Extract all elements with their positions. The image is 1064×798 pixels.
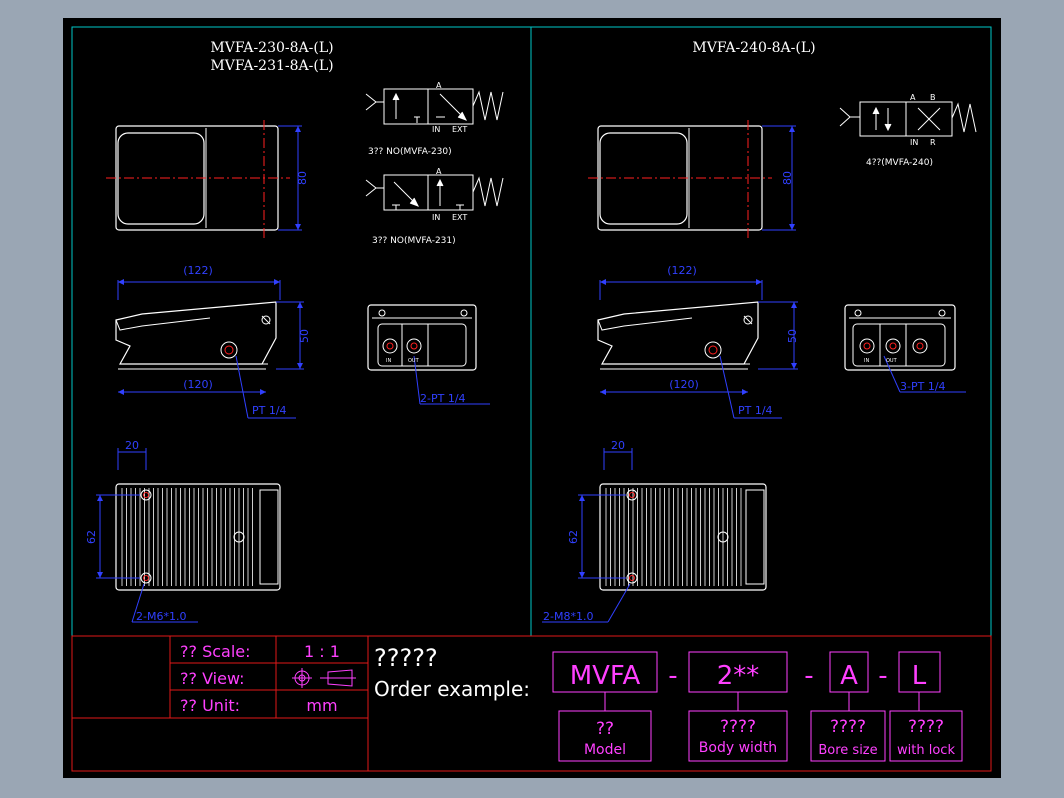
right-dim-height-80: 80 <box>781 171 794 185</box>
title-left-line1: MVFA-230-8A-(L) <box>210 40 333 56</box>
left-port-note: PT 1/4 <box>252 404 287 417</box>
projection-symbol-icon <box>292 668 356 688</box>
right-dim-height-62: 62 <box>567 530 580 544</box>
right-dim-width-120: (120) <box>669 378 699 391</box>
sym240-port-a: A <box>910 93 916 102</box>
title-left-line2: MVFA-231-8A-(L) <box>210 58 333 74</box>
scale-value: 1 : 1 <box>304 642 340 661</box>
right-front-out: OUT <box>886 358 898 364</box>
left-ports-note: 2-PT 1/4 <box>420 392 466 405</box>
legend-width: Body width <box>699 740 777 756</box>
sym230-caption: 3?? NO(MVFA-230) <box>368 147 452 157</box>
right-side-view <box>597 279 798 419</box>
title-block <box>71 635 992 772</box>
legend-lock: with lock <box>897 743 955 758</box>
unit-value: mm <box>306 696 337 715</box>
order-label: Order example: <box>374 677 530 701</box>
drawing-sheet <box>63 18 1001 778</box>
legend-model-q: ?? <box>596 719 614 739</box>
right-dim-height-50: 50 <box>786 329 799 343</box>
code-dash-1: - <box>668 661 677 691</box>
sym230-port-a: A <box>436 81 442 90</box>
order-heading: ????? <box>374 644 438 672</box>
legend-model: Model <box>584 742 626 758</box>
code-dash-2: - <box>804 661 813 691</box>
sym240-caption: 4??(MVFA-240) <box>866 158 933 168</box>
sym231-caption: 3?? NO(MVFA-231) <box>372 236 456 246</box>
code-bore: A <box>840 661 858 691</box>
left-bottom-view <box>96 448 281 623</box>
scale-label: ?? Scale: <box>180 642 251 661</box>
right-hole-note: 2-M8*1.0 <box>543 610 593 623</box>
right-ports-note: 3-PT 1/4 <box>900 380 946 393</box>
right-top-view <box>588 120 796 238</box>
left-dim-width-120: (120) <box>183 378 213 391</box>
sym231-port-in: IN <box>432 213 440 222</box>
right-dim-width-122: (122) <box>667 264 697 277</box>
sym230-port-in: IN <box>432 125 440 134</box>
right-front-in: IN <box>864 358 869 364</box>
order-code-boxes <box>552 651 963 762</box>
code-lock: L <box>912 661 927 691</box>
left-front-view <box>367 304 490 405</box>
right-dim-width-20: 20 <box>611 439 625 452</box>
sym240-port-in: IN <box>910 138 918 147</box>
sym240-port-r: R <box>930 138 936 147</box>
unit-label: ?? Unit: <box>180 696 240 715</box>
left-dim-height-80: 80 <box>296 171 309 185</box>
left-top-view <box>106 120 302 238</box>
right-front-view <box>844 304 966 393</box>
right-port-note: PT 1/4 <box>738 404 773 417</box>
left-dim-width-20: 20 <box>125 439 139 452</box>
sym231-port-a: A <box>436 167 442 176</box>
symbol-mvfa-240 <box>839 101 977 137</box>
code-model: MVFA <box>570 661 641 691</box>
left-side-view <box>115 279 304 419</box>
left-front-in: IN <box>386 358 391 364</box>
left-dim-height-62: 62 <box>85 530 98 544</box>
legend-bore-q: ???? <box>830 717 866 737</box>
left-front-out: OUT <box>408 358 420 364</box>
view-label: ?? View: <box>180 669 245 688</box>
left-dim-height-50: 50 <box>298 329 311 343</box>
legend-bore: Bore size <box>818 743 877 758</box>
left-dim-width-122: (122) <box>183 264 213 277</box>
legend-lock-q: ???? <box>908 717 944 737</box>
sym230-port-ext: EXT <box>452 125 467 134</box>
right-bottom-view <box>542 448 767 623</box>
symbol-mvfa-231 <box>365 174 504 211</box>
left-hole-note: 2-M6*1.0 <box>136 610 186 623</box>
symbol-mvfa-230 <box>365 88 504 125</box>
code-dash-3: - <box>878 661 887 691</box>
title-right: MVFA-240-8A-(L) <box>692 40 815 56</box>
code-width: 2** <box>717 661 760 691</box>
sym231-port-ext: EXT <box>452 213 467 222</box>
sym240-port-b: B <box>930 93 936 102</box>
legend-width-q: ???? <box>720 717 756 737</box>
